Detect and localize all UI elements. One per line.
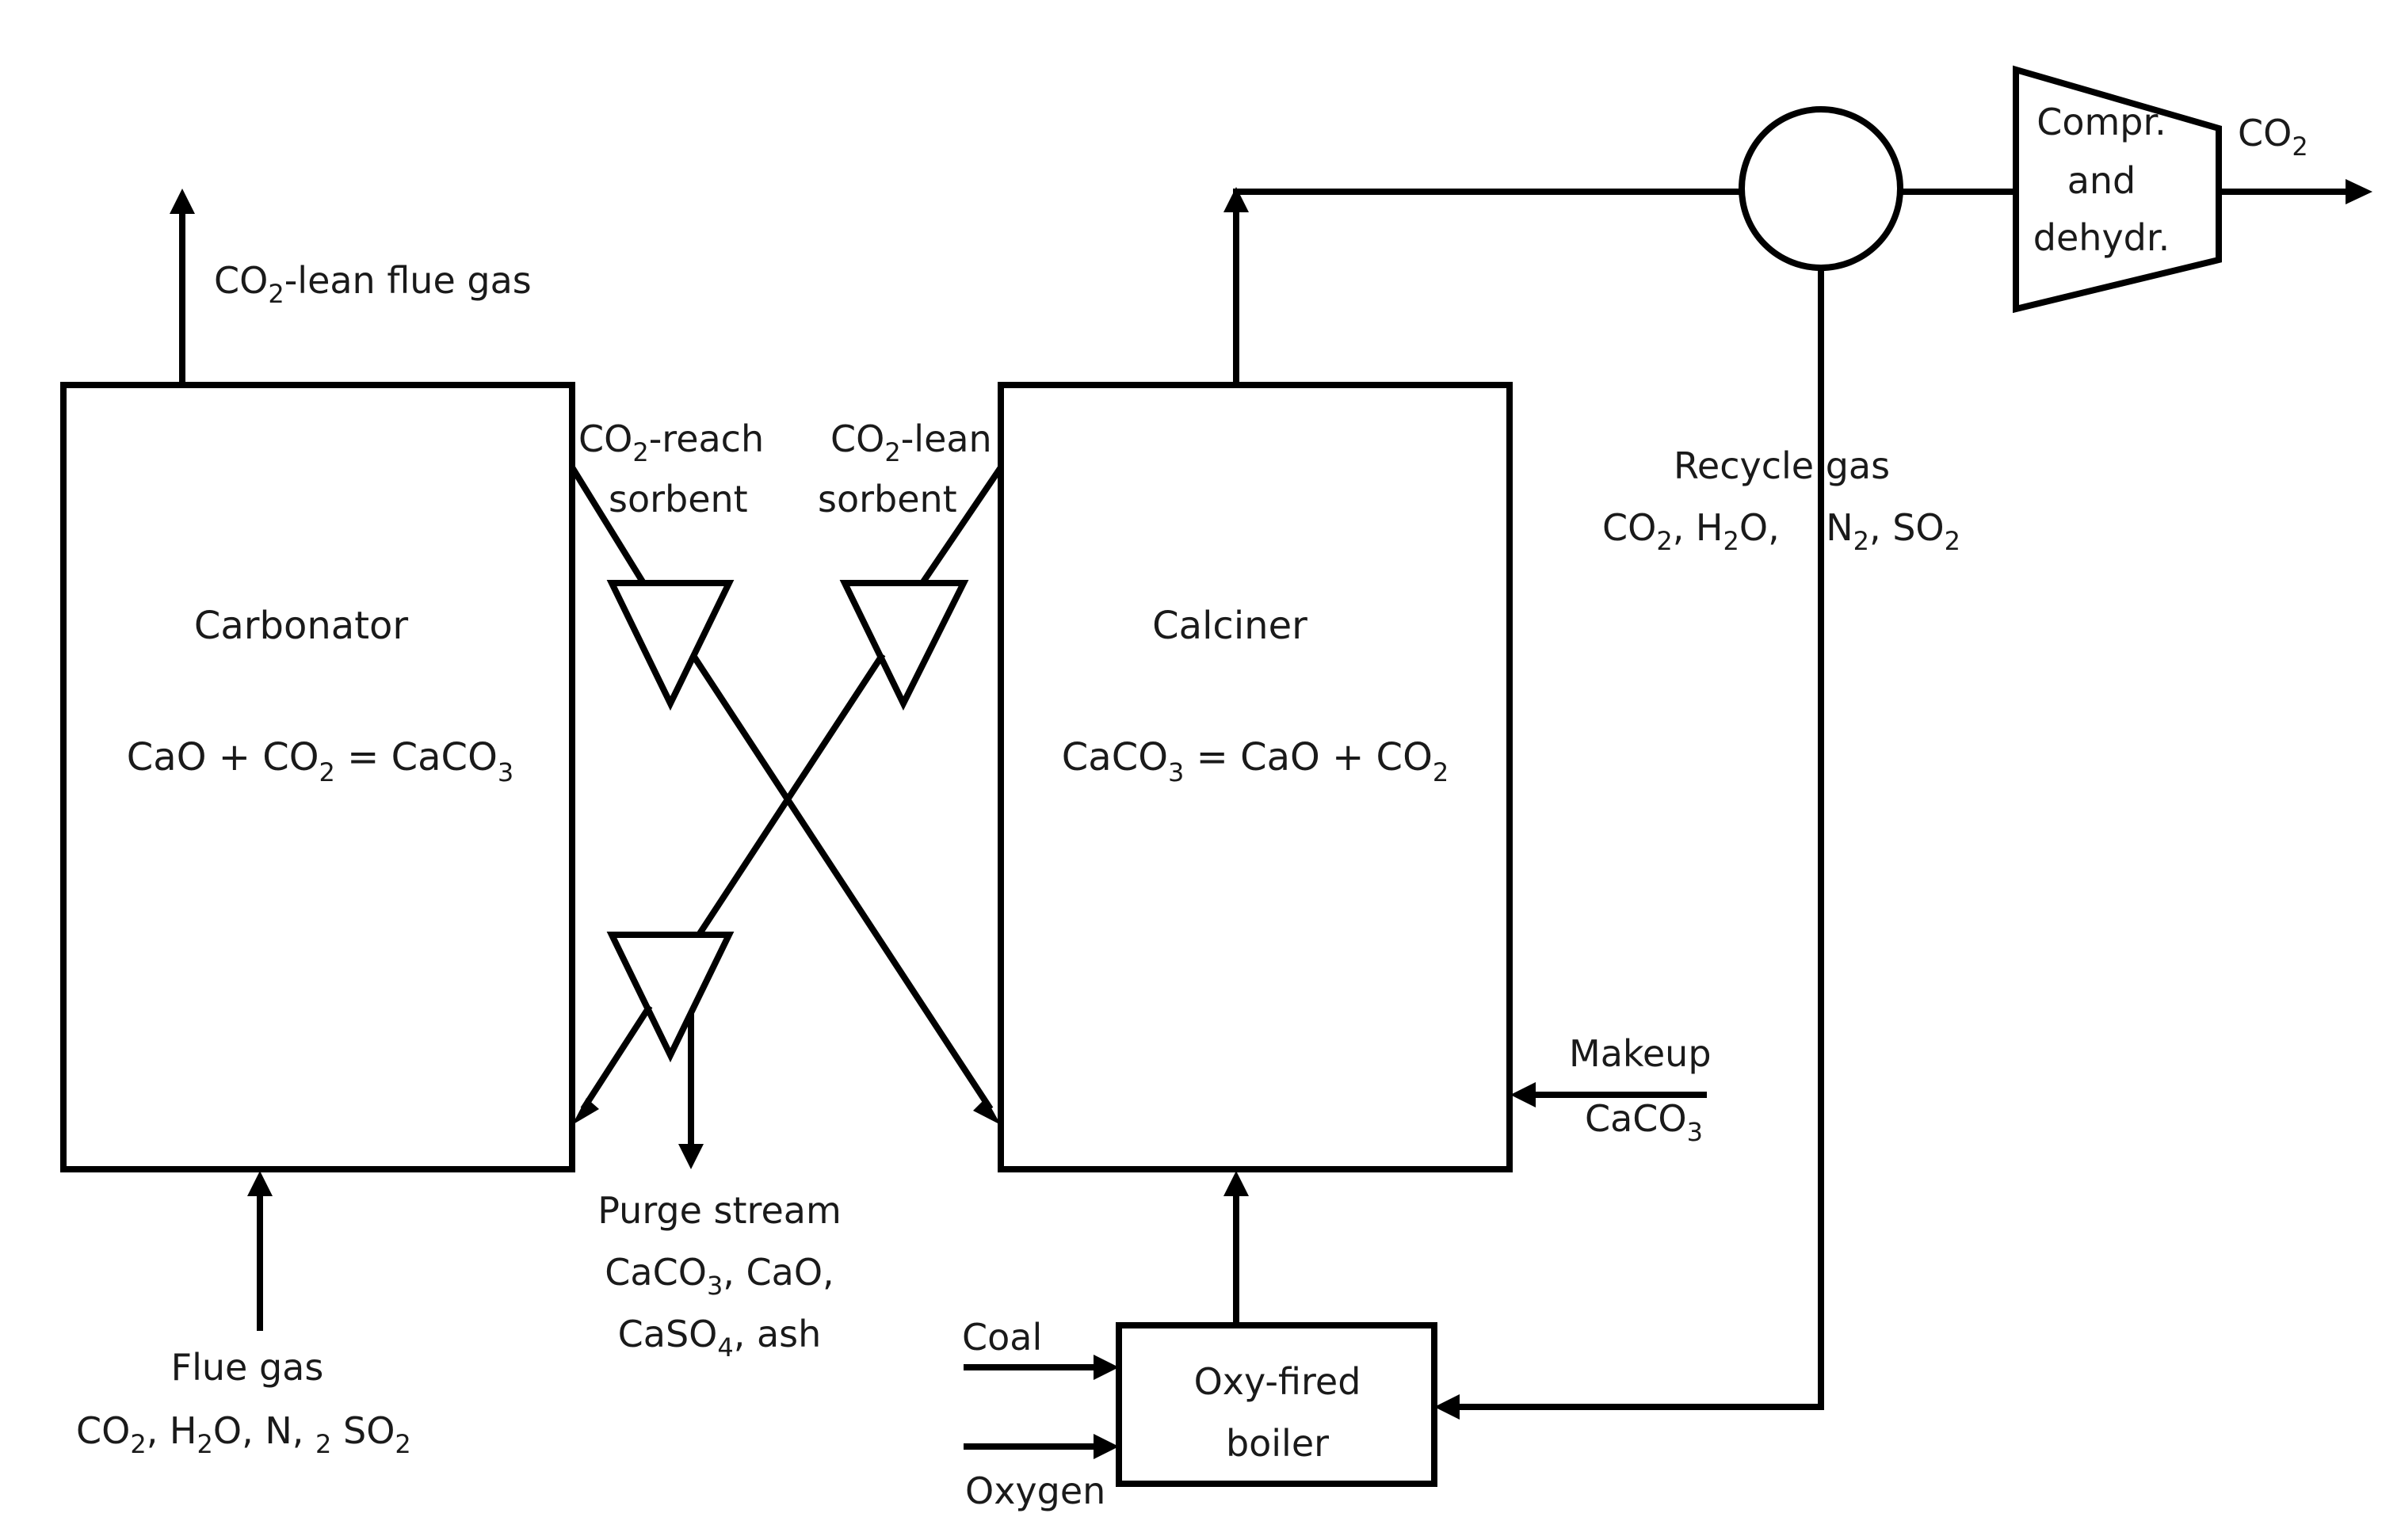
lean-sorbent-line-b: [696, 652, 886, 937]
lean-sorbent-line-c: [580, 1004, 653, 1111]
lean-flue-label: CO2-lean flue gas: [214, 259, 532, 309]
makeup-arrow: [1510, 1082, 1536, 1107]
rich-sorbent-line-b: [689, 652, 994, 1111]
calciner-outlet-arrow: [1223, 187, 1249, 212]
compressor-label-3: dehydr.: [2033, 216, 2170, 259]
carbonator-label: Carbonator: [194, 604, 409, 648]
compressor-shape: [2013, 65, 2222, 314]
boiler-label-1: Oxy-fired: [1194, 1360, 1361, 1403]
rich-sorbent-label-2: sorbent: [609, 478, 748, 520]
flue-gas-arrow: [247, 1171, 273, 1196]
rich-sorbent-line-a: [569, 465, 647, 585]
boiler-to-calciner-arrow: [1223, 1171, 1249, 1196]
lean-sorbent-label-1: CO2-lean: [830, 417, 992, 467]
oxygen-arrow: [1094, 1434, 1119, 1459]
flue-gas-label-1: Flue gas: [171, 1346, 324, 1389]
rich-sorbent-arrow: [973, 1098, 1001, 1125]
oxygen-label: Oxygen: [965, 1469, 1105, 1512]
recycle-arrow: [1434, 1394, 1460, 1420]
lean-sorbent-arrow: [572, 1098, 599, 1125]
carbonator-box: [60, 382, 575, 1172]
makeup-label-1: Makeup: [1569, 1032, 1712, 1075]
co2-outlet-arrow: [2346, 179, 2372, 204]
cyclone-purge: [606, 932, 735, 1063]
calciner-box: [998, 382, 1513, 1172]
purge-arrow: [678, 1144, 704, 1169]
purge-label-3: CaSO4, ash: [618, 1313, 822, 1363]
coal-label: Coal: [962, 1316, 1042, 1359]
boiler-label-2: boiler: [1226, 1422, 1329, 1465]
calciner-reaction: CaCO3 = CaO + CO2: [1062, 735, 1449, 787]
recycle-label-2: CO2, H2O, N2, SO2: [1602, 506, 1960, 556]
lean-sorbent-line-a: [919, 465, 1004, 585]
boiler-box: [1116, 1322, 1437, 1487]
calciner-label: Calciner: [1152, 604, 1307, 648]
co2-out-label: CO2: [2238, 112, 2308, 162]
compressor-label-2: and: [2067, 159, 2136, 202]
purge-label-1: Purge stream: [597, 1189, 842, 1232]
lean-flue-arrow: [170, 189, 195, 214]
recycle-label-1: Recycle gas: [1674, 444, 1890, 487]
purge-label-2: CaCO3, CaO,: [605, 1251, 834, 1301]
carbonator-reaction: CaO + CO2 = CaCO3: [127, 735, 513, 787]
splitter-circle: [1739, 106, 1903, 271]
rich-sorbent-label-1: CO2-reach: [578, 417, 764, 467]
lean-sorbent-label-2: sorbent: [818, 478, 957, 520]
makeup-label-2: CaCO3: [1585, 1097, 1703, 1147]
cyclone-rich: [606, 580, 735, 711]
coal-arrow: [1094, 1355, 1119, 1380]
cyclone-lean: [839, 580, 969, 711]
compressor-label-1: Compr.: [2036, 101, 2166, 143]
flue-gas-label-2: CO2, H2O, N, 2 SO2: [76, 1409, 411, 1459]
